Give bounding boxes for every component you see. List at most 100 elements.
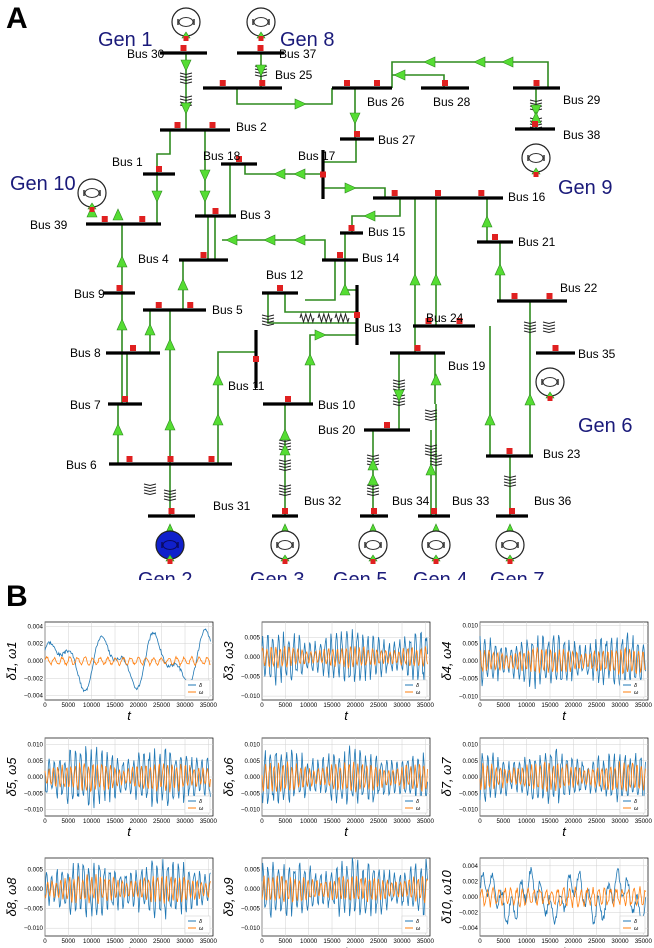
flow-arrow-icon [293,234,306,246]
generator-symbol-icon [427,542,445,548]
bus-marker [492,234,498,240]
legend-label: δ [199,683,203,689]
y-tick-label: 0.010 [28,742,44,749]
x-tick-label: 20000 [565,702,583,709]
legend-label: ω [634,690,639,696]
x-tick-label: 5000 [496,938,510,945]
series-delta-line [261,857,428,918]
x-tick-label: 5000 [278,818,292,825]
bus-25-label: Bus 25 [275,68,313,82]
bus-32-label: Bus 32 [304,494,342,508]
legend-label: ω [416,806,421,812]
series-omega-line [261,645,428,670]
bus-8-label: Bus 8 [70,346,101,360]
bus-29-label: Bus 29 [563,93,601,107]
flow-arrow-icon [112,423,124,436]
y-tick-label: 0.000 [463,658,479,665]
bus-marker [509,508,515,514]
flow-arrow-icon [199,169,211,182]
gen-1-label: Gen 1 [98,29,152,51]
y-tick-label: 0.002 [28,641,44,648]
y-tick-label: 0.010 [463,623,479,630]
transformer-icon [503,475,517,488]
x-tick-label: 10000 [83,818,101,825]
legend-label: ω [199,926,204,932]
y-tick-label: 0.000 [463,774,479,781]
transmission-line [222,239,326,260]
bus-16-label: Bus 16 [508,190,546,204]
generator-symbol-icon [528,152,544,164]
bus-marker [155,302,162,308]
series-delta-line [261,629,428,686]
x-tick-label: 20000 [130,818,148,825]
flow-arrow-icon [116,318,128,331]
transformer-icon [542,321,556,334]
y-axis-label: δ1, ω1 [4,641,19,680]
x-tick-label: 10000 [518,938,536,945]
y-tick-label: 0.005 [245,635,261,642]
x-tick-label: 20000 [130,702,148,709]
x-axis-label: t [127,944,132,948]
legend-label: ω [416,690,421,696]
x-tick-label: 35000 [417,938,435,945]
x-tick-label: 35000 [635,702,653,709]
generator-symbol-icon [365,539,381,551]
bus-13-label: Bus 13 [364,321,402,335]
flow-arrow-icon [293,168,306,180]
x-tick-label: 0 [43,938,47,945]
bus-marker [354,131,360,137]
flow-arrow-icon [425,463,437,476]
flow-arrow-icon [367,458,379,471]
y-tick-label: 0.005 [28,758,44,765]
bus-22-label: Bus 22 [560,281,598,295]
x-tick-label: 35000 [200,702,218,709]
flow-arrow-icon [180,102,192,115]
bus-19-label: Bus 19 [448,359,486,373]
x-tick-label: 35000 [417,818,435,825]
flow-arrow-icon [339,283,351,296]
legend-label: ω [416,926,421,932]
x-tick-label: 35000 [200,818,218,825]
x-tick-label: 0 [260,938,264,945]
y-tick-label: −0.010 [241,807,261,814]
series-omega-line [44,874,211,905]
legend-box [184,795,211,814]
transformer-icon [529,99,543,112]
transmission-line [323,139,357,163]
bus-12-label: Bus 12 [266,268,304,282]
x-tick-label: 15000 [541,818,559,825]
flow-arrow-icon [524,393,536,406]
flow-arrow-icon [393,389,405,402]
bus-marker [348,225,355,231]
x-tick-label: 15000 [541,702,559,709]
bus-marker [282,559,288,564]
flow-arrow-icon [294,98,307,110]
gen-2-label: Gen 2 [138,569,192,580]
flow-arrow-icon [481,215,493,228]
transformer-icon [143,483,157,496]
flow-arrow-icon [484,413,496,426]
y-tick-label: 0.000 [28,658,44,665]
bus-3-label: Bus 3 [240,208,271,222]
bus-31-label: Bus 31 [213,499,251,513]
bus-24-label: Bus 24 [426,311,464,325]
y-tick-label: −0.002 [459,910,479,917]
bus-marker [320,171,326,178]
x-tick-label: 25000 [588,702,606,709]
x-tick-label: 10000 [518,702,536,709]
y-tick-label: −0.005 [241,906,261,913]
legend-label: δ [199,919,203,925]
x-tick-label: 0 [478,702,482,709]
legend-label: δ [416,799,420,805]
bus-marker [546,293,553,299]
x-tick-label: 30000 [176,938,194,945]
bus-26-label: Bus 26 [367,95,405,109]
bus-marker [200,252,207,258]
transmission-line [156,130,171,174]
flow-arrow-icon [199,190,211,203]
generator-symbol-icon [84,187,100,199]
y-tick-label: −0.010 [24,925,44,932]
